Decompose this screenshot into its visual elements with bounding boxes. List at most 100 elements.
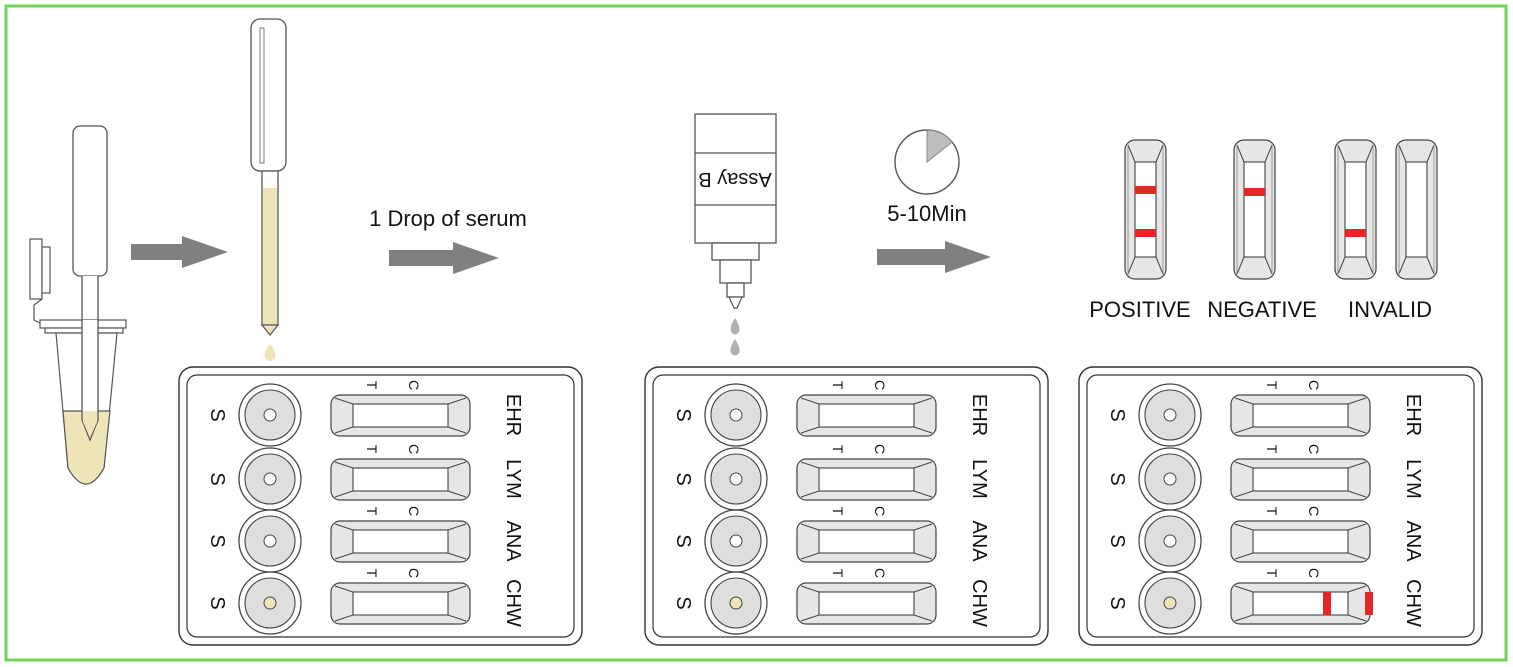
test-line-label: T	[1264, 507, 1280, 516]
test-name-label: ANA	[502, 520, 524, 562]
wait-time-label: 5-10Min	[887, 201, 966, 226]
test-line-label: T	[364, 569, 380, 578]
test-kits-layer: S T C EHR S T C LYM S T C ANA S T C CHW S T C EHR S T C LYM S T C A…	[178, 366, 1483, 646]
buffer-drop-icon	[730, 318, 740, 335]
test-line-label: T	[364, 445, 380, 454]
test-line-label: T	[1264, 445, 1280, 454]
result-strips-layer	[1124, 139, 1438, 280]
sample-well-label: S	[1106, 472, 1128, 485]
drop-serum-label: 1 Drop of serum	[369, 206, 527, 231]
test-strip	[330, 582, 471, 625]
sample-well-label: S	[1106, 408, 1128, 421]
test-kit-panel: S T C EHR S T C LYM S T C ANA S T C CHW	[644, 366, 1049, 646]
outer-frame	[4, 4, 1508, 662]
sample-tube-icon	[29, 125, 127, 485]
test-line-label: T	[1264, 569, 1280, 578]
test-name-label: ANA	[968, 520, 990, 562]
control-line-label: C	[1306, 568, 1322, 578]
result-strip	[1233, 139, 1276, 280]
arrows-layer	[131, 236, 991, 274]
result-strip	[1395, 139, 1438, 280]
test-strip	[1230, 582, 1373, 625]
sample-well-label: S	[672, 472, 694, 485]
control-line-label: C	[1306, 380, 1322, 390]
test-strip	[1230, 458, 1371, 501]
sample-well-label: S	[206, 408, 228, 421]
test-strip	[330, 394, 471, 437]
test-strip	[1230, 394, 1371, 437]
test-strip	[1230, 520, 1371, 563]
test-row: S T C ANA	[672, 506, 990, 573]
sample-well-label: S	[206, 534, 228, 547]
serum-drop-icon	[264, 344, 276, 361]
control-line-label: C	[1306, 444, 1322, 454]
result-strip	[1334, 139, 1377, 280]
control-line-label: C	[1306, 506, 1322, 516]
test-row: S T C CHW	[1106, 568, 1424, 635]
result-line	[1135, 186, 1156, 194]
test-line-label: T	[830, 569, 846, 578]
control-line-label: C	[406, 380, 422, 390]
result-line	[1345, 229, 1366, 237]
test-name-label: EHR	[968, 394, 990, 436]
result-line	[1244, 188, 1265, 196]
test-line-label: T	[1264, 381, 1280, 390]
arrow-icon	[877, 241, 991, 273]
test-strip	[796, 582, 937, 625]
pipette-icon	[250, 18, 287, 361]
control-line-label: C	[872, 380, 888, 390]
sample-well-label: S	[1106, 596, 1128, 609]
control-line-label: C	[872, 506, 888, 516]
negative-label: NEGATIVE	[1207, 297, 1317, 322]
test-line-label: T	[830, 445, 846, 454]
result-strip	[1124, 139, 1167, 280]
test-row: S T C LYM	[1106, 444, 1424, 511]
sample-well-label: S	[672, 408, 694, 421]
result-line	[1135, 229, 1156, 237]
test-row: S T C CHW	[672, 568, 990, 635]
test-name-label: LYM	[502, 459, 524, 499]
buffer-bottle-label: Assay B	[698, 168, 771, 190]
test-line-label: T	[830, 507, 846, 516]
test-strip	[330, 520, 471, 563]
test-row: S T C EHR	[1106, 380, 1424, 447]
result-line	[1365, 592, 1373, 615]
invalid-label: INVALID	[1348, 297, 1432, 322]
test-row: S T C EHR	[206, 380, 524, 447]
buffer-drop-icon	[730, 339, 740, 356]
test-line-label: T	[364, 381, 380, 390]
test-row: S T C LYM	[672, 444, 990, 511]
control-line-label: C	[872, 444, 888, 454]
test-name-label: ANA	[1402, 520, 1424, 562]
arrow-icon	[131, 236, 228, 268]
test-strip	[796, 458, 937, 501]
control-line-label: C	[406, 444, 422, 454]
sample-well-label: S	[672, 596, 694, 609]
test-name-label: LYM	[968, 459, 990, 499]
test-name-label: CHW	[968, 579, 990, 627]
test-row: S T C EHR	[672, 380, 990, 447]
sample-well-label: S	[672, 534, 694, 547]
test-name-label: CHW	[1402, 579, 1424, 627]
test-name-label: EHR	[502, 394, 524, 436]
test-strip	[796, 394, 937, 437]
control-line-label: C	[406, 506, 422, 516]
test-name-label: CHW	[502, 579, 524, 627]
test-strip	[796, 520, 937, 563]
test-line-label: T	[830, 381, 846, 390]
timer-icon	[894, 129, 960, 195]
buffer-bottle-icon: Assay B	[694, 113, 777, 356]
test-strip	[330, 458, 471, 501]
result-line	[1323, 592, 1331, 615]
test-name-label: EHR	[1402, 394, 1424, 436]
control-line-label: C	[872, 568, 888, 578]
test-name-label: LYM	[1402, 459, 1424, 499]
sample-well-label: S	[206, 596, 228, 609]
